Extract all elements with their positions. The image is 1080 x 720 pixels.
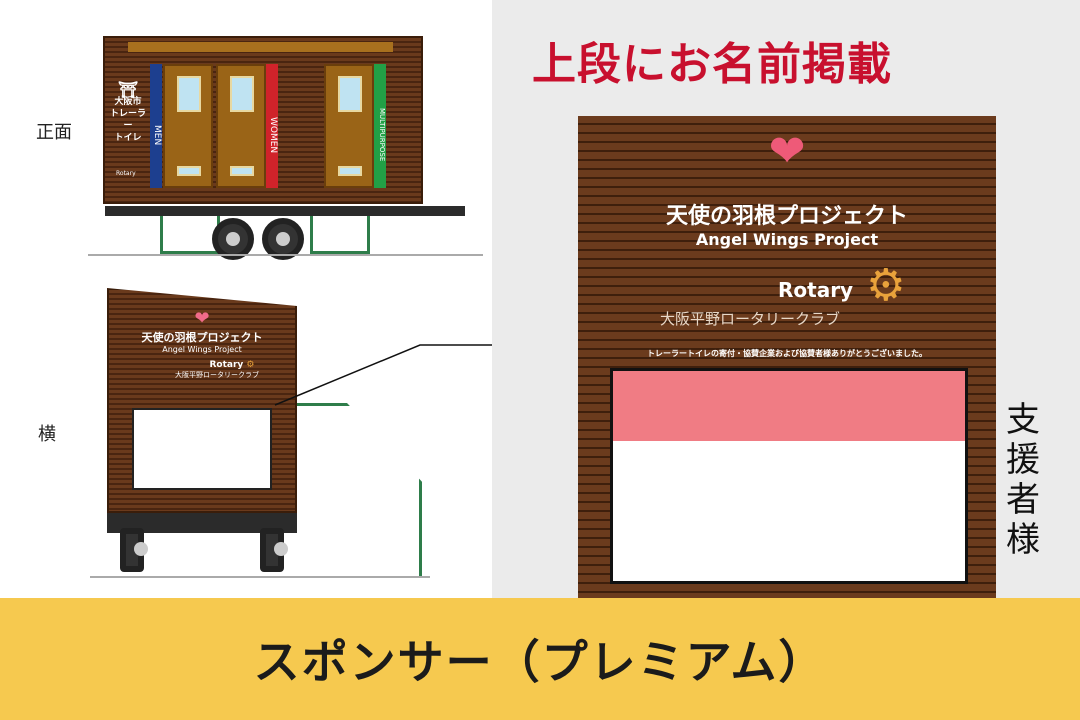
club-name: 大阪平野ロータリークラブ <box>660 310 841 328</box>
project-title-jp: 天使の羽根プロジェクト <box>141 331 263 344</box>
rotary-gear-icon: ⚙ <box>866 260 906 311</box>
city-sign: ⛩ 大阪市 トレーラー トイレ <box>106 80 150 144</box>
wheel <box>260 528 288 572</box>
side-view-label: 横 <box>38 424 56 445</box>
top-tier-name-slot <box>613 371 965 441</box>
side-caption: 支援者様 <box>1006 400 1040 560</box>
rotary-mark: Rotary <box>116 170 136 177</box>
project-title-en: Angel Wings Project <box>695 230 879 249</box>
angel-wings-heart-icon: ❤ <box>768 126 806 177</box>
angel-wings-heart-icon: ❤ <box>194 308 210 329</box>
side-sign: ❤ 天使の羽根プロジェクト Angel Wings Project Rotary… <box>107 308 297 380</box>
men-door <box>163 64 213 188</box>
multipurpose-strip: MULTIPURPOSE <box>374 64 386 188</box>
city-sign-line: トイレ <box>114 133 142 143</box>
signboard: ❤ 天使の羽根プロジェクト Angel Wings Project Rotary… <box>578 116 996 598</box>
heading: 上段にお名前掲載 <box>532 28 892 92</box>
city-logo-icon: ⛩ <box>117 80 139 99</box>
rotary-label: Rotary <box>209 360 244 370</box>
trailer-side-view: ❤ 天使の羽根プロジェクト Angel Wings Project Rotary… <box>90 288 430 583</box>
stairs <box>297 403 422 578</box>
men-strip: MEN <box>150 64 162 188</box>
rotary-text: Rotary ⚙ <box>167 360 297 370</box>
club-name: 大阪平野ロータリークラブ <box>175 371 259 379</box>
multipurpose-door <box>324 64 374 188</box>
footer-title: スポンサー（プレミアム） <box>0 598 1080 720</box>
city-sign-line: トレーラー <box>109 109 146 131</box>
sponsor-name-area <box>610 368 968 584</box>
front-view-label: 正面 <box>36 122 72 143</box>
project-title-jp: 天使の羽根プロジェクト <box>665 204 908 229</box>
heading-text: 上段にお名前掲載 <box>532 39 892 90</box>
thanks-message: トレーラートイレの寄付・協賛企業および協賛者様ありがとうございました。 <box>647 349 927 358</box>
city-sign-line: 大阪市 <box>114 97 142 107</box>
women-strip: WOMEN <box>266 64 278 188</box>
project-title-en: Angel Wings Project <box>162 345 242 354</box>
wheel <box>262 218 304 260</box>
wheel <box>212 218 254 260</box>
trailer-front-view: ⛩ 大阪市 トレーラー トイレ Rotary MEN WOMEN MULTIPU… <box>88 36 490 261</box>
signboard-panel: 上段にお名前掲載 ❤ 天使の羽根プロジェクト Angel Wings Proje… <box>492 0 1080 598</box>
sponsor-name-panel <box>132 408 272 490</box>
women-door <box>216 64 266 188</box>
rotary-label: Rotary <box>778 278 854 302</box>
rotary-gear-icon: ⚙ <box>246 360 255 370</box>
wheel <box>120 528 148 572</box>
